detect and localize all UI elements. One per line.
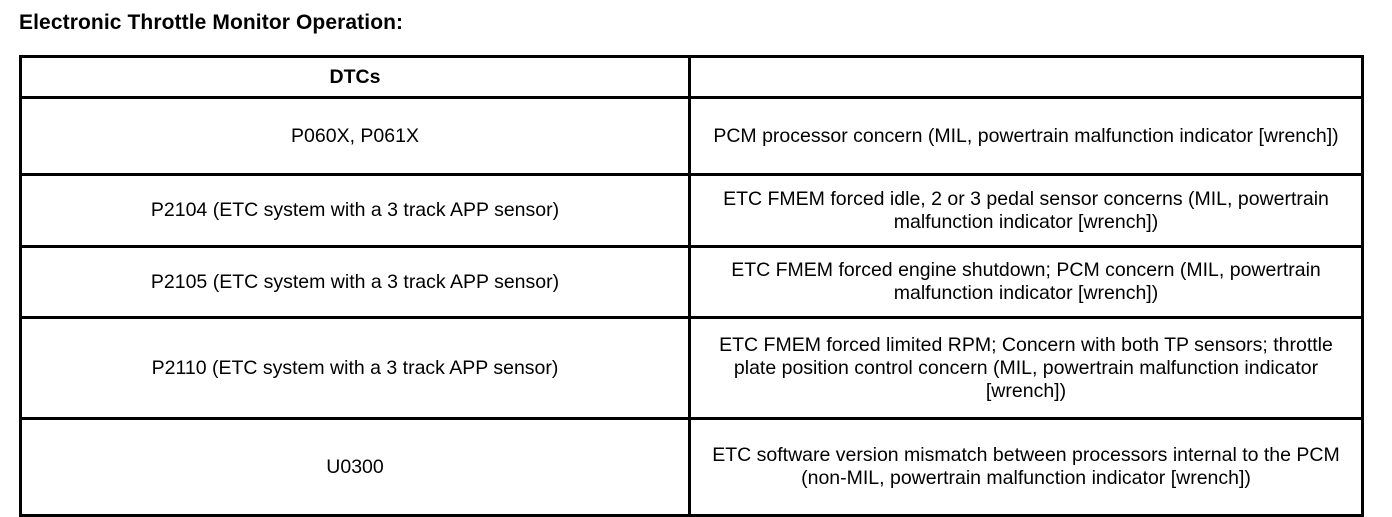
cell-dtc-description: PCM processor concern (MIL, powertrain m… (688, 96, 1364, 176)
cell-dtc-description: ETC FMEM forced engine shutdown; PCM con… (688, 245, 1364, 319)
cell-dtc-code: P2110 (ETC system with a 3 track APP sen… (19, 316, 691, 420)
table-row: P2104 (ETC system with a 3 track APP sen… (19, 173, 1364, 248)
cell-dtc-code: P2105 (ETC system with a 3 track APP sen… (19, 245, 691, 319)
column-header-description (688, 55, 1364, 99)
cell-dtc-code: U0300 (19, 417, 691, 517)
table-row: P2105 (ETC system with a 3 track APP sen… (19, 245, 1364, 319)
page-title: Electronic Throttle Monitor Operation: (19, 11, 404, 34)
column-header-dtcs: DTCs (19, 55, 691, 99)
table-row: U0300 ETC software version mismatch betw… (19, 417, 1364, 517)
dtc-table: DTCs P060X, P061X PCM processor concern … (19, 55, 1364, 517)
table-row: P2110 (ETC system with a 3 track APP sen… (19, 316, 1364, 420)
cell-dtc-description: ETC software version mismatch between pr… (688, 417, 1364, 517)
cell-dtc-code: P060X, P061X (19, 96, 691, 176)
cell-dtc-description: ETC FMEM forced limited RPM; Concern wit… (688, 316, 1364, 420)
table-header-row: DTCs (19, 55, 1364, 99)
cell-dtc-description: ETC FMEM forced idle, 2 or 3 pedal senso… (688, 173, 1364, 248)
cell-dtc-code: P2104 (ETC system with a 3 track APP sen… (19, 173, 691, 248)
table-row: P060X, P061X PCM processor concern (MIL,… (19, 96, 1364, 176)
